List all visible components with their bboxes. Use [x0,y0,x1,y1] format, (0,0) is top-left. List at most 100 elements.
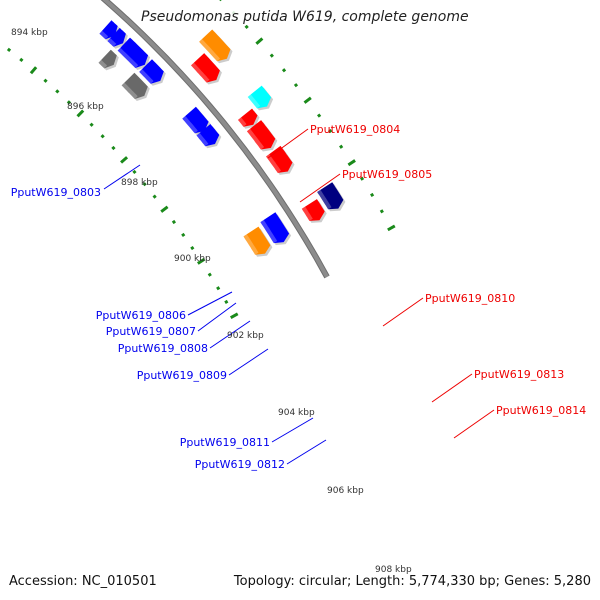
scale-tick [181,232,186,238]
scale-label: 896 kbp [67,102,104,112]
gene-label[interactable]: PputW619_0813 [474,368,564,381]
scale-tick [229,312,239,320]
scale-tick [347,159,356,167]
gene-arrow-highlight [107,38,117,47]
gene-arrow [247,85,272,109]
gene-label[interactable]: PputW619_0807 [106,325,196,338]
leader-line [187,291,233,316]
scale-label: 902 kbp [227,331,264,341]
gene-arrow [107,27,126,47]
scale-tick [255,37,264,45]
gene-label[interactable]: PputW619_0814 [496,404,586,417]
scale-tick [89,122,94,127]
gene-arrow-highlight [199,39,220,62]
gene-arrow-highlight [117,47,139,68]
gene-label[interactable]: PputW619_0808 [118,342,208,355]
map-title: Pseudomonas putida W619, complete genome [137,9,473,25]
gene-label[interactable]: PputW619_0811 [180,436,270,449]
gene-arrow-highlight [238,117,247,127]
gene-label[interactable]: PputW619_0803 [11,186,101,199]
genome-summary-text: Topology: circular; Length: 5,774,330 bp… [233,574,591,589]
leader-line [228,348,269,376]
scale-tick [339,144,344,149]
scale-tick [387,224,396,232]
gene-label[interactable]: PputW619_0812 [195,458,285,471]
gene-arrow-highlight [247,94,261,109]
gene-arrow [139,59,164,84]
leader-line [209,320,251,349]
scale-tick [132,169,137,175]
gene-arrow-highlight [196,132,209,147]
gene-arrow [301,199,325,221]
label-leader-lines [103,128,495,465]
scale-tick [66,100,72,105]
scale-tick [19,57,24,63]
gene-arrow [260,212,290,244]
scale-tick [43,78,48,83]
scale-tick [269,53,274,58]
scale-tick [152,194,157,199]
leader-line [271,417,314,443]
gene-arrow [317,182,344,210]
scale-tick [76,109,85,118]
gene-arrow-highlight [260,219,278,244]
scale-tick [190,245,195,251]
scale-label: 894 kbp [11,28,48,38]
gene-arrow [266,145,293,173]
scale-tick [120,156,129,164]
gene-arrow-highlight [266,154,281,173]
gene-label[interactable]: PputW619_0805 [342,168,432,181]
gene-arrow-highlight [243,234,259,255]
gene-arrow-highlight [301,206,313,221]
scale-tick [216,286,221,291]
gene-arrow [246,120,276,150]
gene-arrow [121,72,148,99]
scale-label: 908 kbp [375,565,412,575]
scale-labels: 894 kbp 896 kbp 898 kbp 900 kbp 902 kbp … [11,28,412,575]
gene-arrow [243,226,271,255]
gene-features [98,20,346,257]
gene-arrow [191,53,220,83]
scale-tick [244,24,249,30]
scale-ticks-outer [219,0,396,232]
scale-tick [293,83,299,88]
scale-tick [171,219,177,225]
gene-labels-left: PputW619_0803 PputW619_0806 PputW619_080… [11,186,285,471]
scale-tick [55,89,60,94]
gene-label[interactable]: PputW619_0810 [425,292,515,305]
backbone-line [102,0,329,278]
gene-label[interactable]: PputW619_0806 [96,309,186,322]
scale-tick [359,176,365,181]
leader-line [197,302,237,332]
scale-tick [100,134,105,139]
leader-line [286,439,327,465]
scale-tick [224,299,229,304]
gene-arrow [199,29,231,62]
leader-line [453,409,495,439]
gene-arrow-highlight [139,69,154,84]
accession-text: Accession: NC_010501 [9,574,157,589]
scale-tick [317,113,322,118]
scale-tick [197,257,206,265]
gene-arrow-highlight [246,128,265,150]
scale-label: 906 kbp [327,486,364,496]
gene-label[interactable]: PputW619_0804 [310,123,400,136]
leader-line [299,173,341,203]
scale-tick [142,182,147,187]
gene-labels-right: PputW619_0804 PputW619_0805 PputW619_081… [310,123,586,417]
gene-arrow [196,124,220,147]
gene-arrow [117,37,149,68]
gene-arrow [238,108,258,127]
gene-arrow-highlight [99,30,109,40]
gene-arrow-highlight [98,59,108,69]
scale-label: 898 kbp [121,178,158,188]
gene-arrow-highlight [182,116,198,134]
scale-tick [29,66,38,75]
leader-line [382,297,424,327]
leader-line [431,373,473,403]
gene-arrow-highlight [191,62,210,83]
gene-label[interactable]: PputW619_0809 [137,369,227,382]
gene-arrow [182,106,209,134]
scale-ticks-inner [6,47,239,320]
